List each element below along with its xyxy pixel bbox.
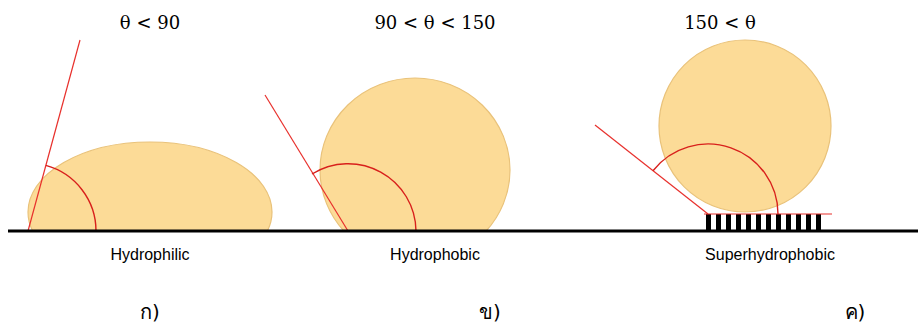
- contact-line: [704, 213, 832, 214]
- condition-label: θ < 90: [120, 12, 180, 34]
- angle-arc: [653, 144, 778, 214]
- water-drop: [320, 78, 510, 231]
- tangent-line: [28, 40, 80, 231]
- panel-letter: ค): [845, 300, 866, 324]
- tangent-line: [595, 125, 708, 214]
- ground-surface: [8, 230, 918, 233]
- surface-type-label: Hydrophobic: [390, 245, 480, 264]
- water-drop: [28, 142, 272, 231]
- surface-type-label: Superhydrophobic: [705, 245, 835, 264]
- surface-pillars: [706, 214, 821, 230]
- condition-label: 90 < θ < 150: [374, 12, 495, 34]
- tangent-line: [265, 95, 348, 231]
- surface-type-label: Hydrophilic: [110, 245, 189, 264]
- angle-arc: [312, 164, 416, 231]
- panel-letter: ก): [140, 300, 160, 324]
- water-drop: [659, 40, 831, 212]
- condition-label: 150 < θ: [684, 12, 756, 34]
- angle-arc: [46, 165, 96, 231]
- panel-letter: ข): [479, 300, 501, 324]
